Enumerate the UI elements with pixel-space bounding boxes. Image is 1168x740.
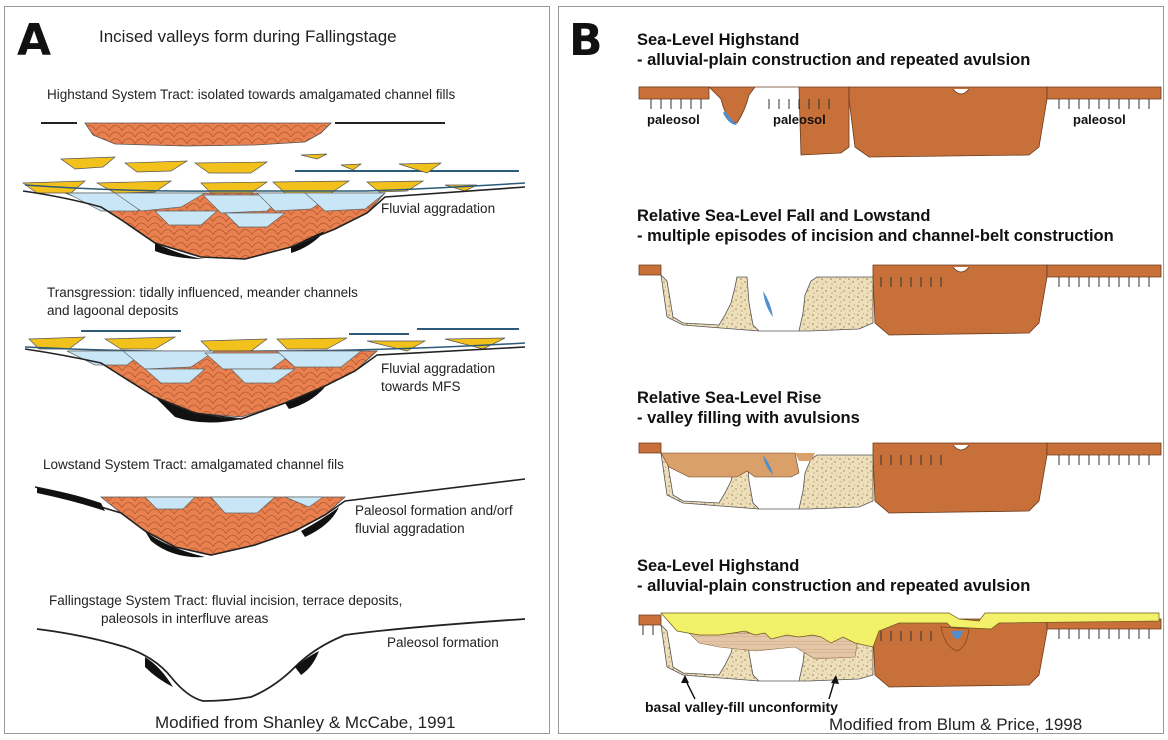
unconformity-label: basal valley-fill unconformity bbox=[645, 699, 838, 715]
fallingstage-diagram bbox=[5, 7, 550, 734]
panel-b: B Sea-Level Highstand - alluvial-plain c… bbox=[558, 6, 1164, 734]
credit-shanley: Modified from Shanley & McCabe, 1991 bbox=[155, 713, 456, 733]
stage4-diagram bbox=[559, 7, 1164, 734]
panel-a: A Incised valleys form during Fallingsta… bbox=[4, 6, 550, 734]
fallingstage-note: Paleosol formation bbox=[387, 635, 499, 651]
credit-blum-price: Modified from Blum & Price, 1998 bbox=[829, 715, 1082, 734]
